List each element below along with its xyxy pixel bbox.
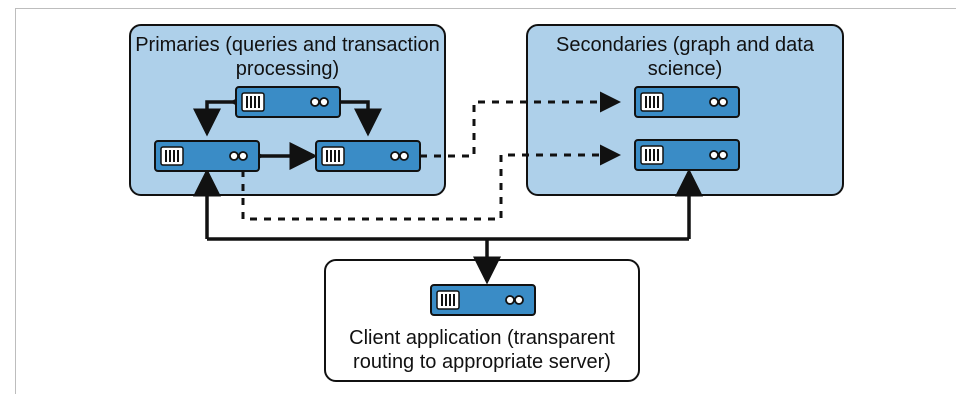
client-label: Client application (transparent routing … [349, 327, 615, 373]
server-icon [634, 139, 740, 171]
primaries-label: Primaries (queries and transaction proce… [135, 34, 440, 80]
primary-replication-arrows [193, 88, 382, 170]
server-icon [315, 140, 421, 172]
frame-left-edge [15, 8, 16, 394]
secondaries-label: Secondaries (graph and data science) [556, 34, 814, 80]
server-icon [430, 284, 536, 316]
frame-top-edge [15, 8, 956, 9]
secondary-replication-lines [241, 91, 621, 221]
server-icon [634, 86, 740, 118]
server-icon [154, 140, 260, 172]
client-routing-lines [193, 168, 703, 285]
server-icon [235, 86, 341, 118]
